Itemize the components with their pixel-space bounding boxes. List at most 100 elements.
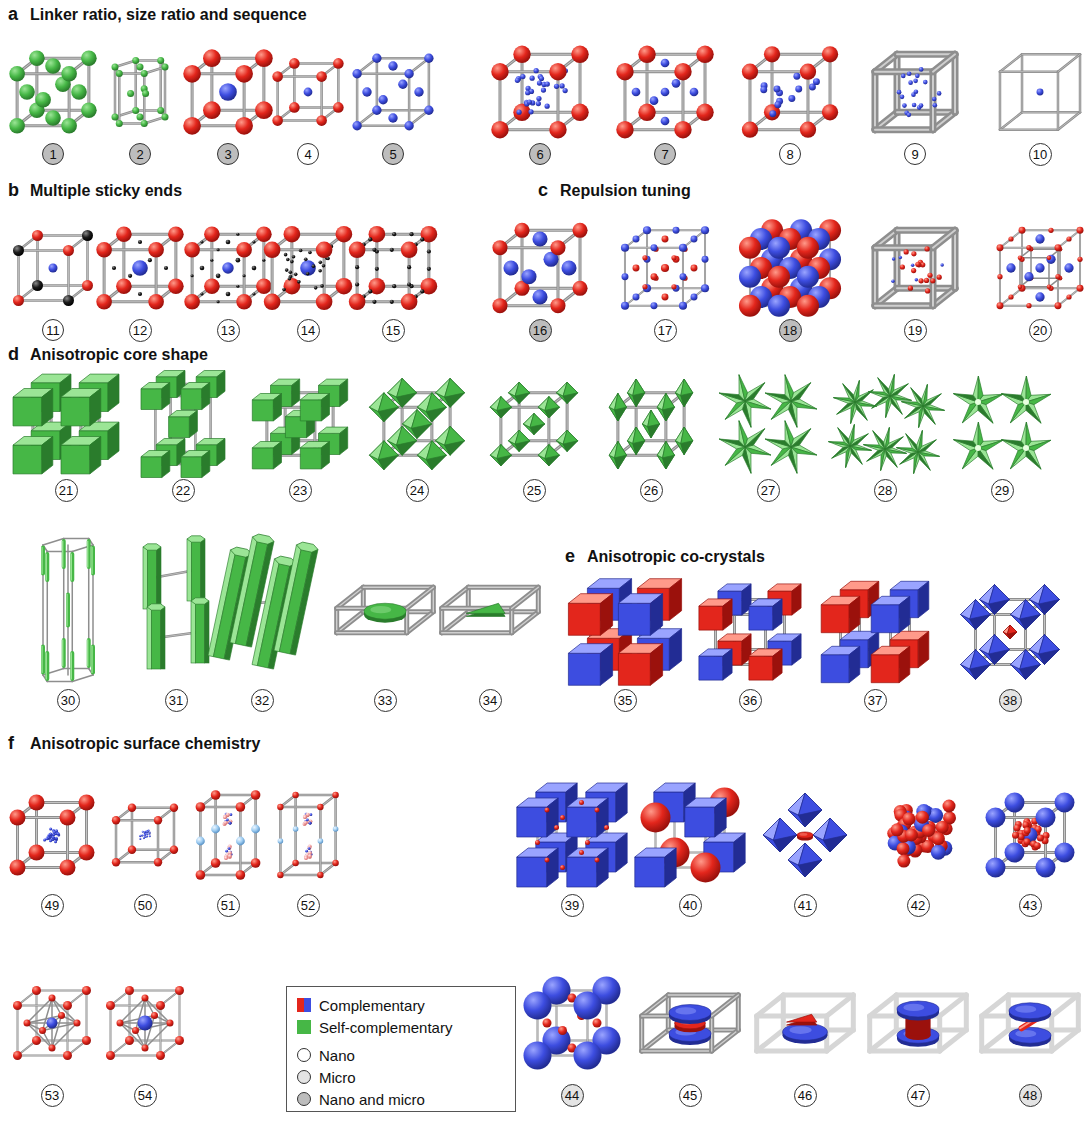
lattice-part — [563, 88, 568, 93]
lattice-part — [426, 393, 446, 412]
lattice-part — [913, 79, 918, 84]
crystal-illustration — [272, 58, 343, 126]
lattice-part — [1035, 263, 1044, 272]
lattice-part — [699, 606, 723, 630]
lattice-part — [890, 396, 902, 414]
lattice-part — [545, 104, 550, 109]
lattice-part — [47, 681, 72, 683]
lattice-part — [896, 54, 898, 112]
lattice-part — [924, 278, 929, 283]
lattice-part — [633, 379, 645, 395]
lattice-part — [187, 536, 205, 601]
lattice-part — [932, 97, 937, 102]
lattice-part — [442, 632, 512, 633]
lattice-part — [333, 58, 344, 69]
lattice-part — [18, 251, 19, 301]
crystal-illustration — [13, 230, 93, 306]
lattice-part — [492, 240, 507, 255]
lattice-part — [442, 612, 469, 633]
lattice-part — [61, 118, 77, 134]
lattice-part — [871, 72, 878, 130]
lattice-part — [349, 241, 366, 258]
lattice-part — [294, 106, 338, 109]
lattice-part — [372, 300, 376, 304]
lattice-part — [1058, 288, 1080, 305]
lattice-part — [616, 833, 627, 872]
lattice-part — [203, 101, 221, 119]
lattice-part — [466, 603, 505, 613]
lattice-part — [289, 58, 300, 69]
lattice-part — [219, 83, 237, 101]
lattice-part — [774, 101, 781, 108]
lattice-part — [647, 53, 705, 56]
lattice-part — [897, 53, 955, 55]
lattice-part — [647, 112, 705, 113]
lattice-part — [739, 266, 761, 288]
lattice-part — [294, 63, 338, 64]
lattice-part — [642, 255, 647, 260]
lattice-part — [792, 584, 801, 615]
lattice-part — [1055, 302, 1062, 309]
lattice-part — [349, 293, 366, 310]
lattice-part — [875, 244, 933, 251]
lattice-part — [162, 451, 170, 478]
lattice-part — [625, 128, 683, 131]
lattice-part — [797, 295, 819, 317]
lattice-part — [723, 649, 732, 680]
lattice-part — [512, 612, 539, 633]
lattice-part — [952, 230, 959, 288]
lattice-part — [316, 293, 333, 310]
lattice-part — [625, 129, 683, 130]
lattice-part — [1019, 285, 1026, 292]
lattice-part — [81, 50, 97, 66]
lattice-part — [927, 273, 932, 278]
lattice-part — [272, 71, 283, 82]
lattice-part — [369, 278, 386, 295]
lattice-part — [1058, 54, 1080, 71]
lattice-part — [143, 547, 148, 609]
lattice-part — [1077, 227, 1084, 234]
lattice-part — [515, 430, 530, 444]
lattice-part — [911, 251, 916, 256]
lattice-part — [148, 258, 152, 262]
lattice-part — [822, 104, 838, 120]
lattice-part — [918, 631, 929, 667]
lattice-part — [749, 606, 773, 630]
lattice-part — [337, 612, 364, 633]
lattice-part — [1077, 257, 1082, 262]
lattice-part — [1010, 402, 1026, 423]
lattice-part — [183, 65, 201, 83]
lattice-part — [442, 630, 512, 635]
lattice-part — [797, 237, 819, 259]
lattice-part — [62, 541, 63, 567]
lattice-part — [1000, 54, 1022, 71]
lattice-part — [289, 270, 293, 274]
lattice-part — [772, 112, 830, 113]
lattice-part — [45, 110, 61, 126]
lattice-part — [867, 449, 885, 461]
lattice-part — [962, 402, 978, 423]
lattice-part — [114, 67, 117, 117]
lattice-part — [41, 646, 42, 672]
lattice-part — [1000, 230, 1022, 247]
crystal-illustration — [112, 57, 169, 127]
lattice-part — [739, 295, 761, 317]
lattice-part — [633, 236, 640, 243]
lattice-part — [829, 54, 832, 112]
lattice-part — [625, 70, 683, 73]
lattice-part — [633, 427, 645, 443]
lattice-part — [1000, 71, 1058, 72]
lattice-part — [378, 441, 398, 460]
lattice-part — [550, 298, 565, 313]
lattice-part — [661, 88, 670, 97]
lattice-part — [141, 389, 162, 410]
lattice-part — [336, 226, 353, 243]
lattice-part — [1019, 227, 1026, 234]
lattice-part — [1039, 585, 1060, 605]
lattice-part — [537, 80, 542, 85]
lattice-part — [35, 92, 51, 108]
lattice-part — [878, 378, 890, 396]
lattice-part — [669, 579, 681, 621]
lattice-part — [915, 74, 920, 79]
lattice-part — [821, 655, 849, 683]
